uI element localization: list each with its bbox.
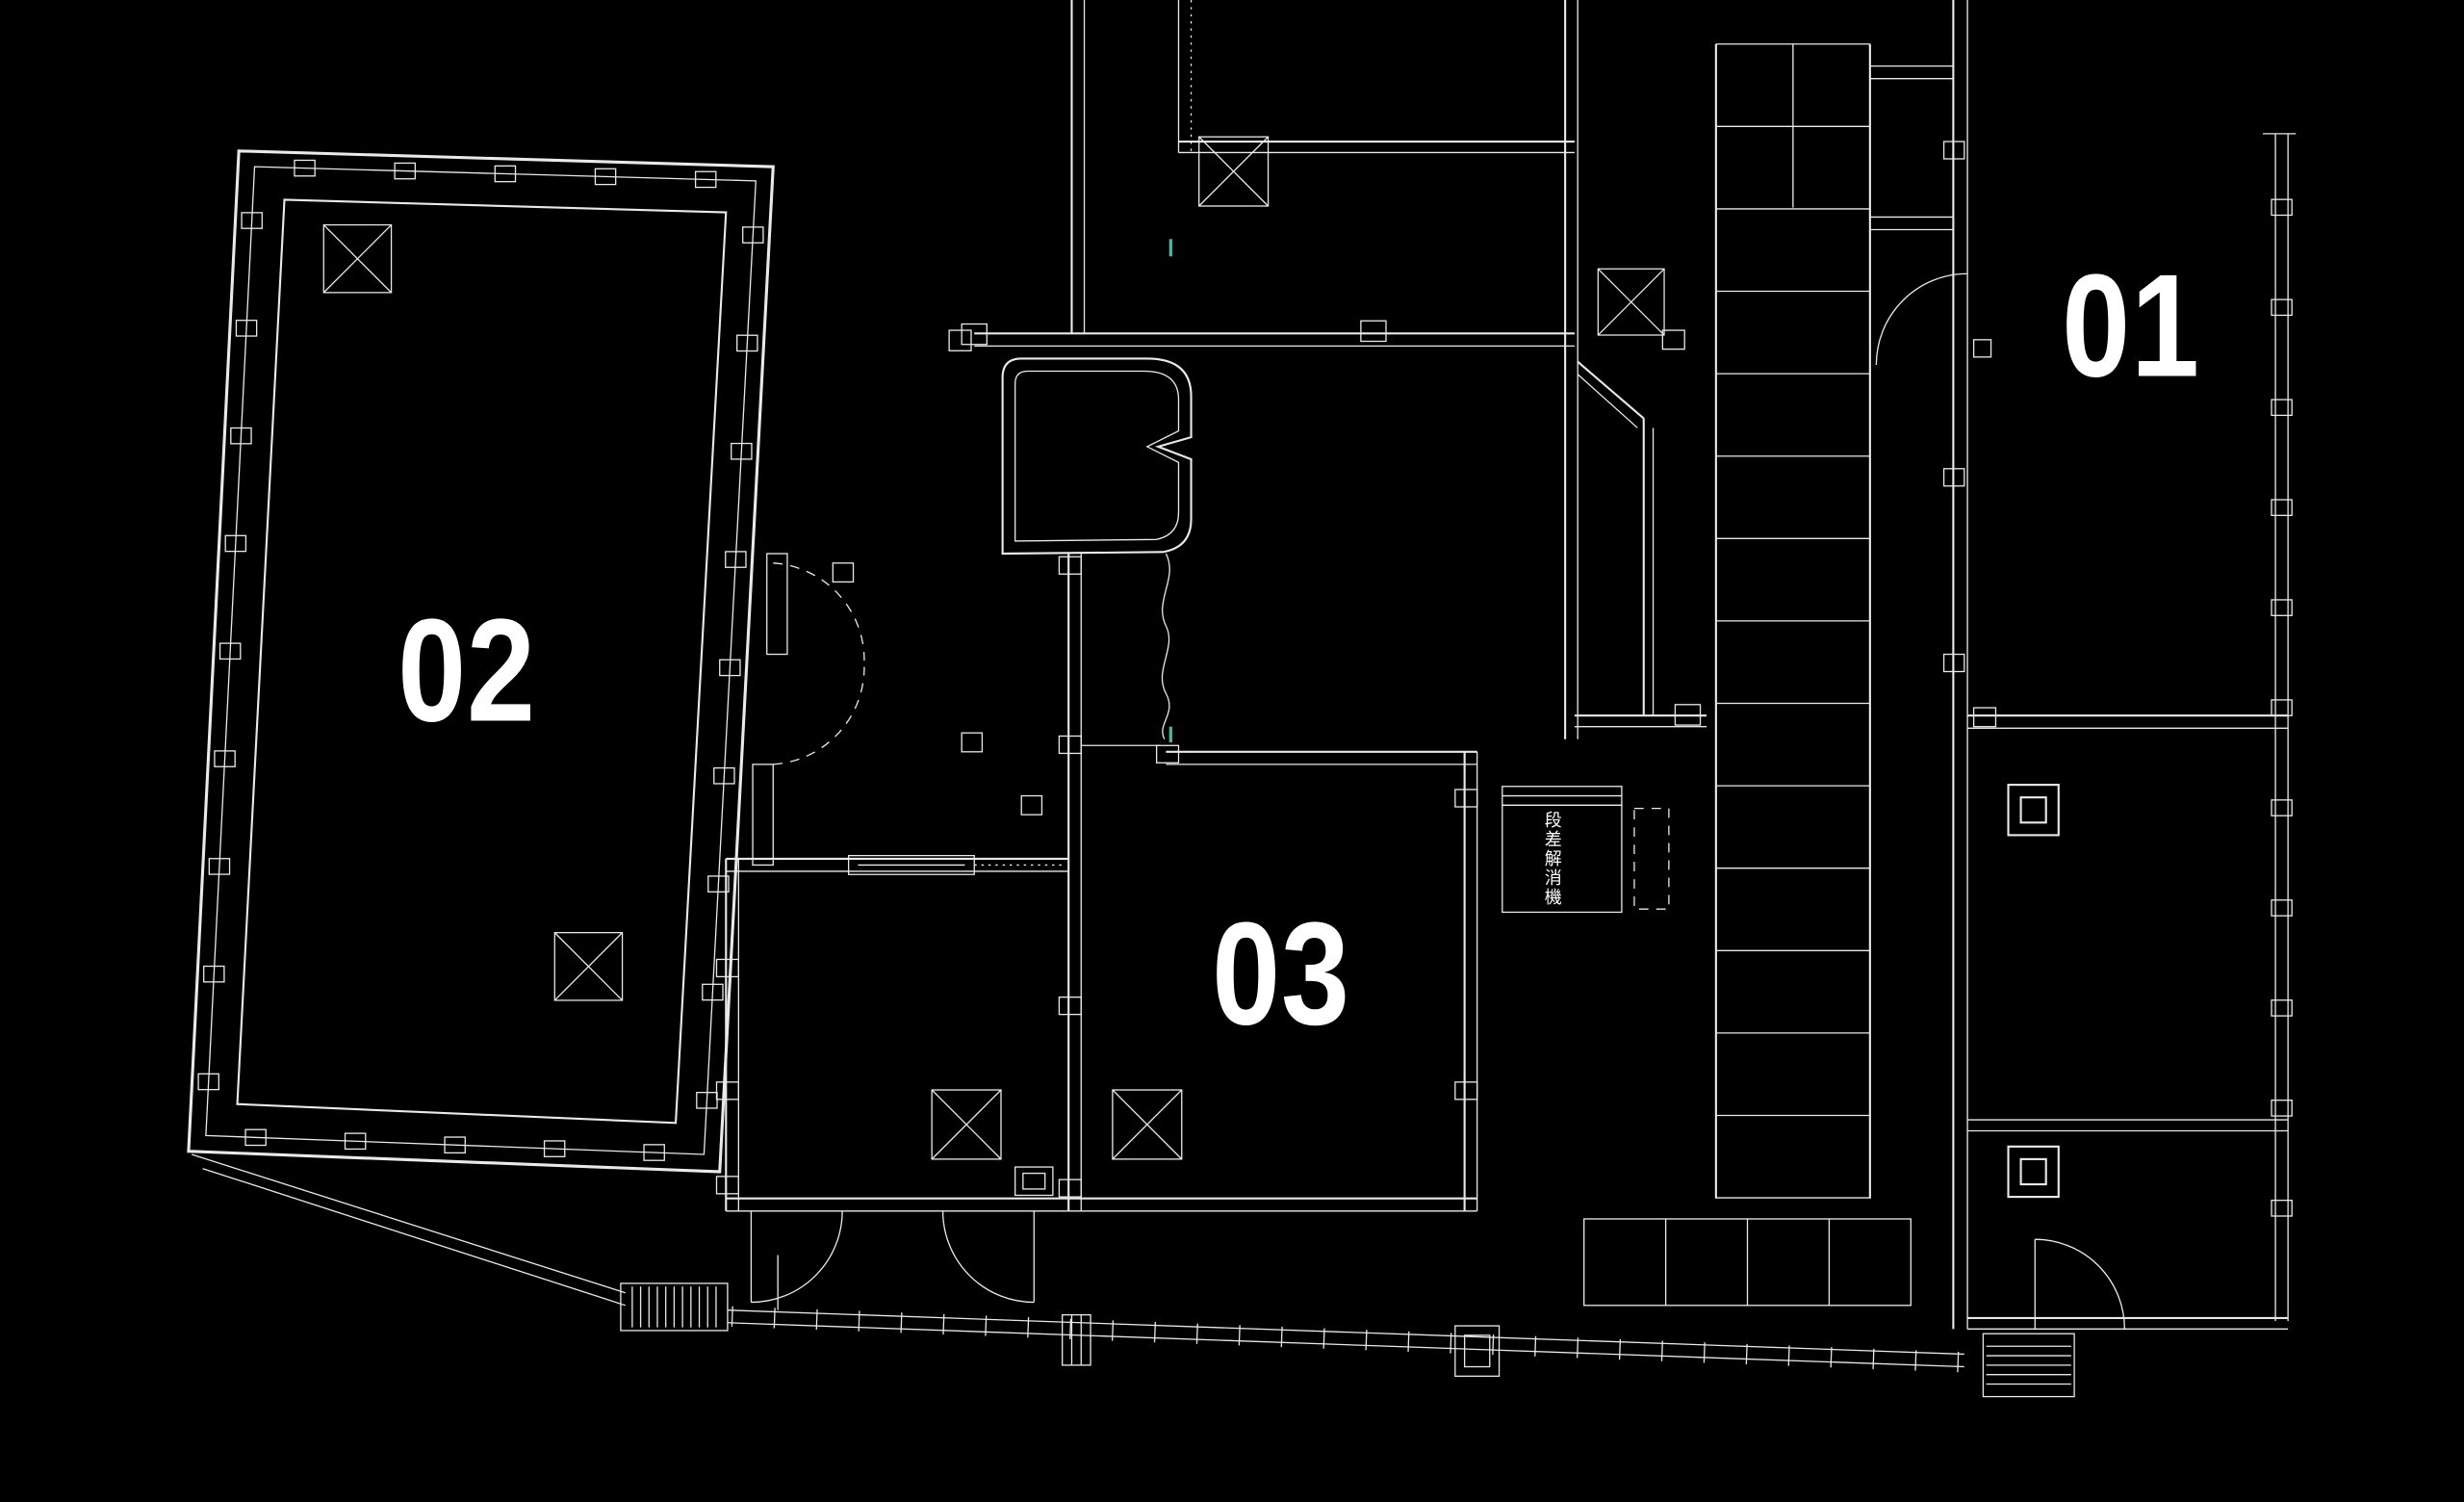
- entry-steps-hatch: [1986, 1345, 2071, 1385]
- column-box-symbol: [2007, 784, 2060, 837]
- door-swing-arc: [773, 562, 865, 661]
- unit-02-wall-ticks: [197, 159, 764, 1161]
- column-x-symbol: [1112, 1089, 1183, 1160]
- fence-gate-box: [1454, 1325, 1501, 1377]
- unit-02-building: [187, 149, 865, 1174]
- door-swing-arc: [773, 666, 865, 765]
- fence-post-box: [1062, 1313, 1091, 1366]
- door-swing-arc: [2035, 1238, 2125, 1330]
- door-swing-arc: [941, 1210, 1035, 1304]
- door-swing-arc: [1875, 272, 1968, 365]
- column-x-symbol: [931, 1089, 1002, 1160]
- wall-pilaster: [766, 553, 788, 656]
- wheelchair-lift: [1502, 786, 1670, 914]
- unit-03-building: [715, 553, 1478, 1304]
- column-box-symbol: [2007, 1145, 2060, 1199]
- column-x-symbol: [1597, 268, 1665, 336]
- door-swing-arc: [751, 1210, 843, 1304]
- break-line: [1161, 553, 1170, 740]
- gate-grille: [620, 1282, 729, 1332]
- column-x-symbol: [553, 931, 624, 1001]
- unit-01-building: [1875, 0, 2297, 1330]
- entry-steps: [1982, 1333, 2075, 1398]
- site-fence: [191, 1153, 2075, 1398]
- unit-03-label: 03: [1211, 892, 1350, 1056]
- wall-pilaster: [752, 764, 774, 867]
- column-x-symbol: [322, 223, 393, 294]
- lift-travel-outline: [1633, 807, 1670, 910]
- upper-hall-walls: [961, 0, 1707, 739]
- courtyard-markers: [832, 329, 1043, 816]
- column-x-symbol: [1198, 136, 1270, 207]
- unit-01-label: 01: [2062, 244, 2201, 408]
- stair-strip: [1583, 43, 1954, 1307]
- unit-02-label: 02: [398, 588, 536, 753]
- entry-vestibule: [1001, 357, 1193, 740]
- stair-treads: [1715, 43, 1870, 1199]
- lift-note-label: 段差解消機: [1542, 811, 1562, 908]
- fence-posts: [731, 1306, 1960, 1373]
- right-wall-ticks: [2271, 198, 2293, 1217]
- gate-grille-hatch: [631, 1286, 717, 1328]
